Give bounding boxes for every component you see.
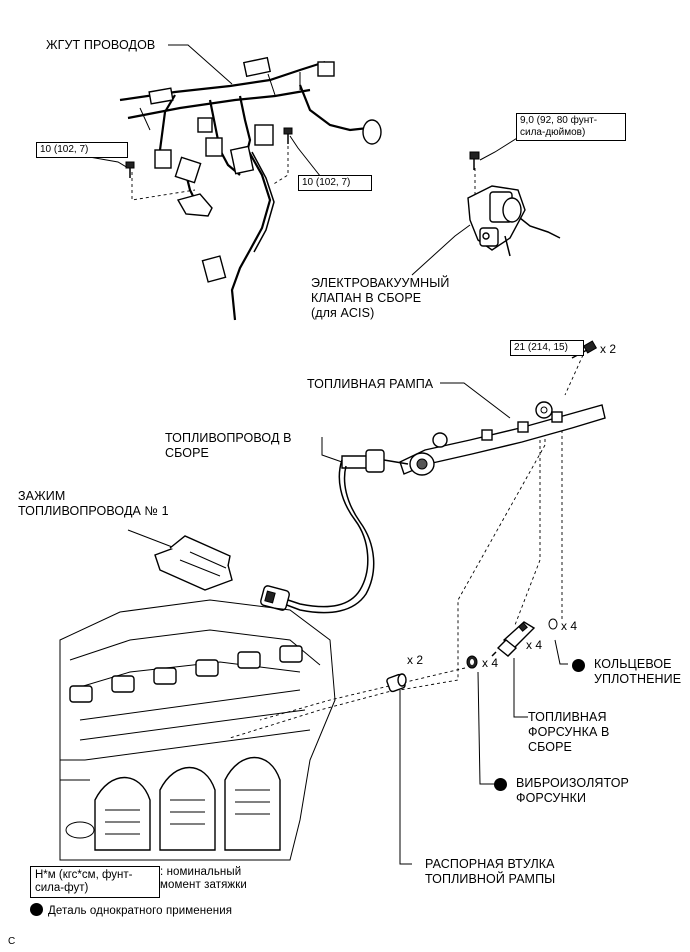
harness-bolts [125,127,293,178]
wire-harness-label: ЖГУТ ПРОВОДОВ [46,38,156,52]
o-ring-label: КОЛЬЦЕВОЕ УПЛОТНЕНИЕ [572,657,681,687]
fuel-rail-drawing [399,340,606,476]
spacer-qty: x 2 [407,653,424,667]
legend-single-use: Деталь однократного применения [30,903,232,919]
insulator-label: ВИБРОИЗОЛЯТОР ФОРСУНКИ [494,776,629,806]
torque-box-harness-left: 10 (102, 7) [36,142,128,158]
vsv-drawing [467,151,561,257]
leader-lines [77,44,586,865]
pipe-clamp-label: ЗАЖИМ ТОПЛИВОПРОВОДА № 1 [18,489,169,518]
injector-label: ТОПЛИВНАЯ ФОРСУНКА В СБОРЕ [528,710,610,754]
single-use-icon [494,778,507,791]
rail-bolt-qty: x 2 [600,342,617,356]
torque-box-harness-right: 10 (102, 7) [298,175,372,191]
torque-box-rail: 21 (214, 15) [510,340,584,356]
engine-drawing [59,599,336,861]
insulator-qty: x 4 [482,656,499,670]
single-use-icon [572,659,585,672]
legend-unit-desc: : номинальный момент затяжки [160,866,247,891]
wire-harness-drawing [119,56,382,321]
fuel-pipe-drawing [260,449,409,614]
injector-drawing [491,621,536,657]
o-ring-drawing [548,618,558,630]
spacer-label: РАСПОРНАЯ ВТУЛКА ТОПЛИВНОЙ РАМПЫ [425,857,556,886]
small-parts-drawing [386,618,558,693]
injector-qty: x 4 [526,638,543,652]
fuel-rail-label: ТОПЛИВНАЯ РАМПА [307,377,434,391]
o-ring-qty: x 4 [561,619,578,633]
corner-code: C [8,936,16,947]
insulator-drawing [466,655,478,669]
fuel-pipe-label: ТОПЛИВОПРОВОД В СБОРЕ [165,431,292,460]
vsv-label: ЭЛЕКТРОВАКУУМНЫЙ КЛАПАН В СБОРЕ (для ACI… [311,276,450,320]
single-use-icon [30,903,43,916]
pipe-clamp-drawing [154,535,233,591]
spacer-drawing [386,673,407,693]
torque-box-vsv: 9,0 (92, 80 фунт- сила-дюймов) [516,113,626,141]
legend-unit-box: Н*м (кгс*см, фунт- сила-фут) [30,866,160,898]
